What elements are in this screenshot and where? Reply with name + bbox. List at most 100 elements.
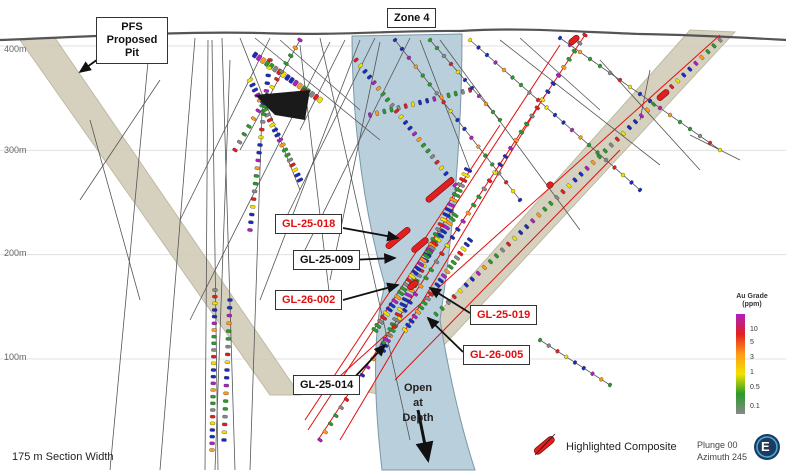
assay-interval	[210, 388, 216, 392]
assay-interval	[443, 224, 450, 231]
assay-interval	[599, 377, 604, 382]
assay-interval	[385, 306, 393, 313]
assay-interval	[211, 308, 218, 312]
assay-interval	[476, 93, 482, 99]
assay-interval	[455, 117, 460, 123]
assay-interval	[608, 142, 614, 148]
assay-interval	[651, 101, 657, 107]
assay-interval	[227, 306, 233, 310]
assay-interval	[627, 84, 633, 90]
assay-interval	[446, 92, 451, 99]
assay-interval	[289, 162, 296, 168]
assay-interval	[572, 177, 578, 183]
assay-interval	[569, 127, 575, 133]
assay-interval	[534, 105, 540, 111]
assay-interval	[582, 32, 588, 38]
assay-interval	[687, 126, 693, 132]
assay-interval	[308, 91, 315, 98]
assay-interval	[251, 87, 259, 93]
assay-interval	[251, 189, 258, 194]
assay-interval	[697, 133, 703, 139]
assay-interval	[675, 78, 681, 84]
assay-interval	[405, 322, 412, 329]
assay-interval	[269, 84, 275, 90]
callout-arrow	[342, 282, 400, 301]
assay-interval	[445, 220, 453, 227]
assay-interval	[561, 120, 566, 125]
assay-interval	[428, 267, 434, 273]
drill-hole-trace	[109, 39, 151, 471]
drill-hole-trace	[214, 59, 231, 471]
assay-interval	[584, 165, 590, 171]
highlighted-composite	[407, 279, 419, 291]
legend-tick-3: 3	[750, 354, 754, 361]
assay-interval	[288, 53, 294, 58]
assay-interval	[587, 56, 593, 62]
assay-interval	[542, 206, 548, 212]
assay-interval	[297, 37, 303, 43]
assay-interval	[483, 153, 488, 158]
assay-interval	[518, 82, 524, 88]
assay-interval	[476, 45, 481, 50]
legend-title: Au Grade (ppm)	[736, 293, 768, 308]
legend-tick-10: 10	[750, 326, 758, 333]
elevation-label-300: 300m	[4, 145, 27, 155]
assay-interval	[225, 352, 231, 357]
assay-interval	[255, 158, 261, 163]
assay-interval	[490, 162, 495, 167]
assay-interval	[707, 140, 713, 146]
assay-interval	[382, 108, 387, 115]
assay-interval	[578, 135, 583, 140]
assay-interval	[246, 124, 252, 129]
assay-interval	[312, 93, 319, 101]
elevation-label-100: 100m	[4, 352, 27, 362]
drill-hole-trace	[299, 39, 346, 131]
assay-interval	[437, 232, 445, 239]
drill-hole-trace	[279, 37, 376, 231]
assay-interval	[368, 112, 372, 118]
assay-interval	[566, 56, 572, 62]
assay-interval	[517, 197, 523, 203]
assay-interval	[408, 318, 415, 324]
assay-interval	[459, 177, 468, 183]
assay-interval	[421, 300, 428, 306]
assay-interval	[249, 212, 255, 217]
callout-arrow	[426, 316, 464, 353]
assay-interval	[441, 53, 447, 59]
assay-interval	[434, 282, 441, 288]
assay-interval	[607, 382, 613, 388]
assay-interval	[452, 182, 458, 188]
assay-interval	[211, 348, 217, 352]
assay-interval	[386, 332, 392, 338]
drill-hole-trace	[204, 39, 209, 471]
drill-hole-trace	[419, 39, 471, 171]
assay-interval	[222, 414, 228, 419]
assay-interval	[427, 82, 432, 87]
assay-interval	[590, 371, 595, 376]
assay-interval	[453, 90, 458, 97]
assay-interval	[454, 187, 463, 193]
assay-interval	[449, 197, 458, 203]
drill-hole-trace	[189, 41, 331, 321]
assay-interval	[595, 150, 600, 155]
assay-interval	[267, 58, 273, 62]
assay-interval	[508, 146, 514, 151]
assay-interval	[263, 89, 270, 93]
assay-interval	[513, 137, 519, 143]
assay-interval	[432, 96, 437, 102]
legend-tick-0-1: 0.1	[750, 403, 760, 410]
callout-arrow	[428, 287, 471, 314]
assay-interval	[296, 177, 304, 183]
assay-interval	[577, 40, 583, 46]
drill-hole-trace	[689, 134, 741, 161]
assay-interval	[443, 171, 449, 177]
assay-interval	[425, 249, 433, 255]
assay-interval	[411, 269, 419, 276]
assay-interval	[420, 73, 425, 78]
highlighted-hole-trace	[307, 44, 561, 431]
assay-interval	[260, 112, 267, 116]
assay-interval	[387, 327, 396, 333]
assay-interval	[222, 407, 228, 411]
assay-interval	[440, 228, 447, 235]
assay-interval	[393, 108, 400, 114]
